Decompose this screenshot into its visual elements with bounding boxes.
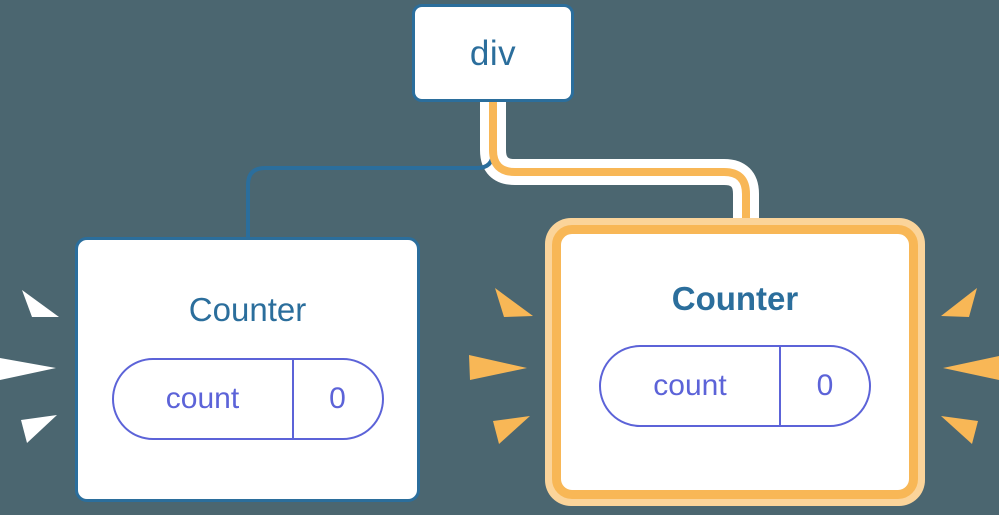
node-counter-left-label: Counter: [188, 291, 307, 328]
sparkle-icon: [943, 356, 999, 380]
state-pill-right-value: 0: [779, 347, 869, 425]
node-counter-left[interactable]: Counter count 0: [75, 237, 420, 502]
sparkle-icon: [495, 288, 533, 317]
sparkle-icon: [0, 358, 56, 380]
state-pill-left: count 0: [111, 358, 384, 440]
sparkle-icon: [21, 415, 57, 443]
sparkle-group-middle: [469, 288, 533, 444]
sparkle-icon: [941, 288, 977, 317]
sparkle-group-left: [0, 290, 59, 443]
sparkle-icon: [941, 416, 978, 444]
state-pill-right-key: count: [653, 369, 727, 402]
sparkle-group-right: [941, 288, 999, 444]
node-counter-right-inner: Counter count 0: [552, 225, 918, 499]
sparkle-icon: [469, 355, 527, 380]
edge-div-to-right-counter-halo: [480, 102, 759, 232]
state-pill-left-value: 0: [291, 360, 382, 438]
edge-div-to-left-counter: [246, 102, 495, 240]
state-pill-right: count 0: [599, 345, 871, 427]
sparkle-icon: [493, 416, 530, 444]
node-div-label: div: [469, 33, 517, 73]
sparkle-icon: [22, 290, 59, 317]
state-pill-left-key: count: [165, 382, 240, 415]
edge-div-to-right-counter: [489, 102, 750, 232]
node-div[interactable]: div: [412, 4, 574, 102]
node-counter-right[interactable]: Counter count 0: [545, 218, 925, 506]
node-counter-right-label: Counter: [671, 280, 799, 317]
